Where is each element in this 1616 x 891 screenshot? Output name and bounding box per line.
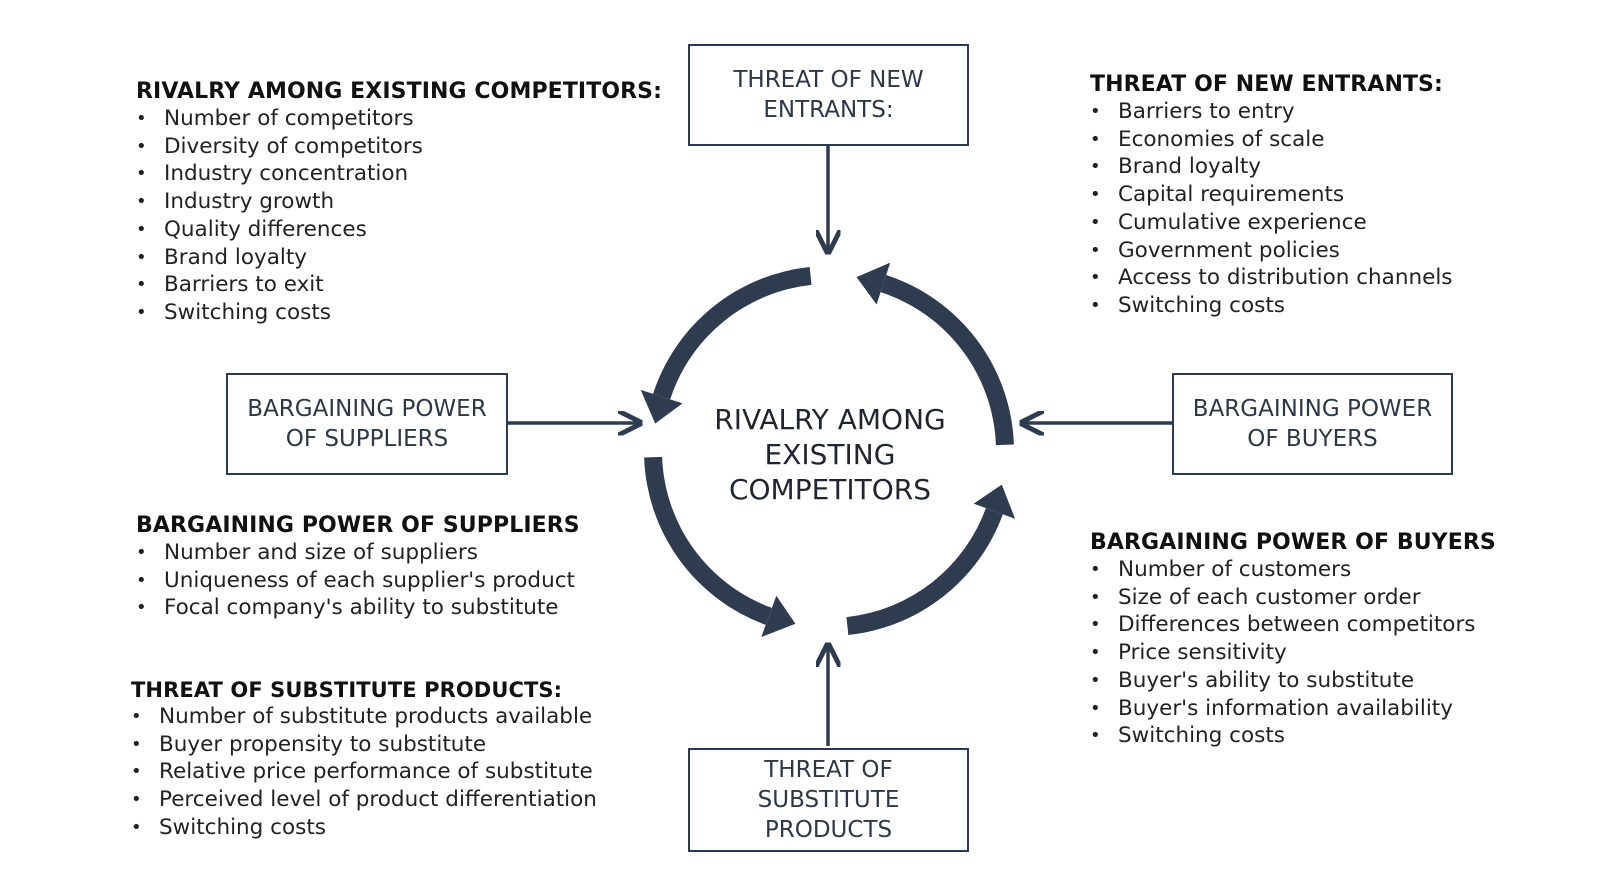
list-item: Brand loyalty xyxy=(136,244,662,272)
list-item: Barriers to exit xyxy=(136,271,662,299)
list-item: Number of competitors xyxy=(136,105,662,133)
bargaining-power-of-buyers-box: BARGAINING POWER OF BUYERS xyxy=(1172,373,1453,475)
cycle-arrowhead-1 xyxy=(856,262,891,305)
buyers-list: Number of customers Size of each custome… xyxy=(1090,556,1496,750)
substitutes-list: Number of substitute products available … xyxy=(131,703,597,842)
list-item: Number of customers xyxy=(1090,556,1496,584)
threat-of-new-entrants-box: THREAT OF NEW ENTRANTS: xyxy=(688,44,969,146)
list-item: Uniqueness of each supplier's product xyxy=(136,567,580,595)
list-item: Switching costs xyxy=(1090,722,1496,750)
list-item: Diversity of competitors xyxy=(136,133,662,161)
cycle-arrowhead-4 xyxy=(973,484,1016,519)
new-entrants-panel: THREAT OF NEW ENTRANTS: Barriers to entr… xyxy=(1090,72,1453,320)
list-item: Buyer's information availability xyxy=(1090,695,1496,723)
list-item: Perceived level of product differentiati… xyxy=(131,786,597,814)
suppliers-list: Number and size of suppliers Uniqueness … xyxy=(136,539,580,622)
list-item: Industry concentration xyxy=(136,160,662,188)
rivalry-panel: RIVALRY AMONG EXISTING COMPETITORS: Numb… xyxy=(136,79,662,327)
list-item: Number and size of suppliers xyxy=(136,539,580,567)
threat-of-substitute-products-box: THREAT OF SUBSTITUTE PRODUCTS xyxy=(688,748,969,852)
panel-title: BARGAINING POWER OF SUPPLIERS xyxy=(136,513,580,538)
list-item: Switching costs xyxy=(1090,292,1453,320)
list-item: Brand loyalty xyxy=(1090,153,1453,181)
list-item: Access to distribution channels xyxy=(1090,264,1453,292)
list-item: Capital requirements xyxy=(1090,181,1453,209)
rivalry-cycle-arrows xyxy=(640,262,1016,638)
substitutes-panel: THREAT OF SUBSTITUTE PRODUCTS: Number of… xyxy=(131,678,597,842)
panel-title: THREAT OF NEW ENTRANTS: xyxy=(1090,72,1443,97)
list-item: Economies of scale xyxy=(1090,126,1453,154)
cycle-arc-4 xyxy=(846,508,1003,635)
list-item: Industry growth xyxy=(136,188,662,216)
panel-title: THREAT OF SUBSTITUTE PRODUCTS: xyxy=(131,678,563,702)
new-entrants-list: Barriers to entry Economies of scale Bra… xyxy=(1090,98,1453,320)
cycle-arrowhead-2 xyxy=(640,389,683,424)
list-item: Relative price performance of substitute xyxy=(131,758,597,786)
cycle-arc-2 xyxy=(653,267,812,400)
cycle-arc-3 xyxy=(644,456,772,625)
list-item: Cumulative experience xyxy=(1090,209,1453,237)
list-item: Differences between competitors xyxy=(1090,611,1496,639)
panel-title: BARGAINING POWER OF BUYERS xyxy=(1090,530,1496,555)
list-item: Barriers to entry xyxy=(1090,98,1453,126)
list-item: Switching costs xyxy=(136,299,662,327)
cycle-arc-1 xyxy=(880,275,1014,446)
rivalry-list: Number of competitors Diversity of compe… xyxy=(136,105,662,327)
list-item: Quality differences xyxy=(136,216,662,244)
buyers-panel: BARGAINING POWER OF BUYERS Number of cus… xyxy=(1090,530,1496,750)
list-item: Buyer propensity to substitute xyxy=(131,731,597,759)
list-item: Buyer's ability to substitute xyxy=(1090,667,1496,695)
list-item: Government policies xyxy=(1090,237,1453,265)
list-item: Switching costs xyxy=(131,814,597,842)
bargaining-power-of-suppliers-box: BARGAINING POWER OF SUPPLIERS xyxy=(226,373,508,475)
list-item: Price sensitivity xyxy=(1090,639,1496,667)
center-label: RIVALRY AMONG EXISTING COMPETITORS xyxy=(714,403,946,506)
cycle-arrowhead-3 xyxy=(761,595,796,638)
suppliers-panel: BARGAINING POWER OF SUPPLIERS Number and… xyxy=(136,513,580,622)
list-item: Size of each customer order xyxy=(1090,584,1496,612)
panel-title: RIVALRY AMONG EXISTING COMPETITORS: xyxy=(136,79,662,104)
list-item: Focal company's ability to substitute xyxy=(136,594,580,622)
list-item: Number of substitute products available xyxy=(131,703,597,731)
